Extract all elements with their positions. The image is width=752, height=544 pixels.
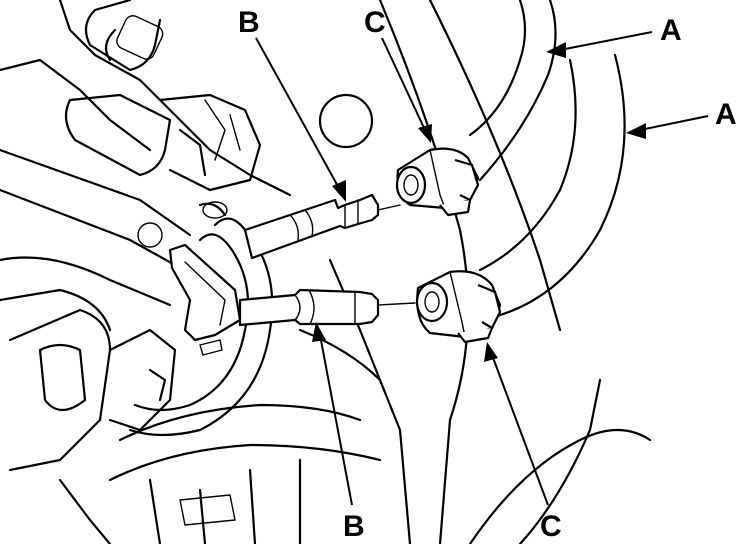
arrowhead [332, 180, 346, 202]
callout-c-upper: C [364, 6, 432, 143]
label-c: C [540, 510, 562, 543]
pipe-b-lower [238, 288, 416, 327]
leader-line [491, 354, 549, 506]
callout-c-lower: C [484, 342, 562, 543]
u-shaped-hose [128, 201, 274, 437]
pipe-b-upper [243, 193, 401, 260]
hose-clamp-bracket [168, 243, 242, 356]
leader-line [319, 334, 353, 506]
leader-line [559, 31, 653, 51]
label-b: B [343, 510, 365, 543]
label-c: C [364, 6, 386, 39]
hose-end-lower [415, 270, 502, 344]
hose-a-lower [478, 53, 626, 320]
hose-end-upper [395, 147, 480, 217]
leader-line [381, 37, 426, 131]
callout-a-upper: A [546, 14, 682, 58]
leader-line [639, 115, 709, 131]
label-a: A [660, 14, 682, 47]
engine-background [0, 0, 652, 544]
arrowhead [484, 342, 498, 362]
arrowhead [312, 322, 326, 342]
arrowhead [418, 124, 432, 143]
callout-a-lower: A [626, 98, 737, 139]
hose-a-upper [468, 0, 557, 182]
arrowhead [626, 123, 646, 139]
leader-line [255, 37, 341, 191]
callout-b-upper: B [238, 6, 346, 202]
label-a: A [715, 98, 737, 131]
callout-b-lower: B [312, 322, 365, 543]
arrowhead [546, 42, 566, 58]
label-b: B [238, 6, 260, 39]
